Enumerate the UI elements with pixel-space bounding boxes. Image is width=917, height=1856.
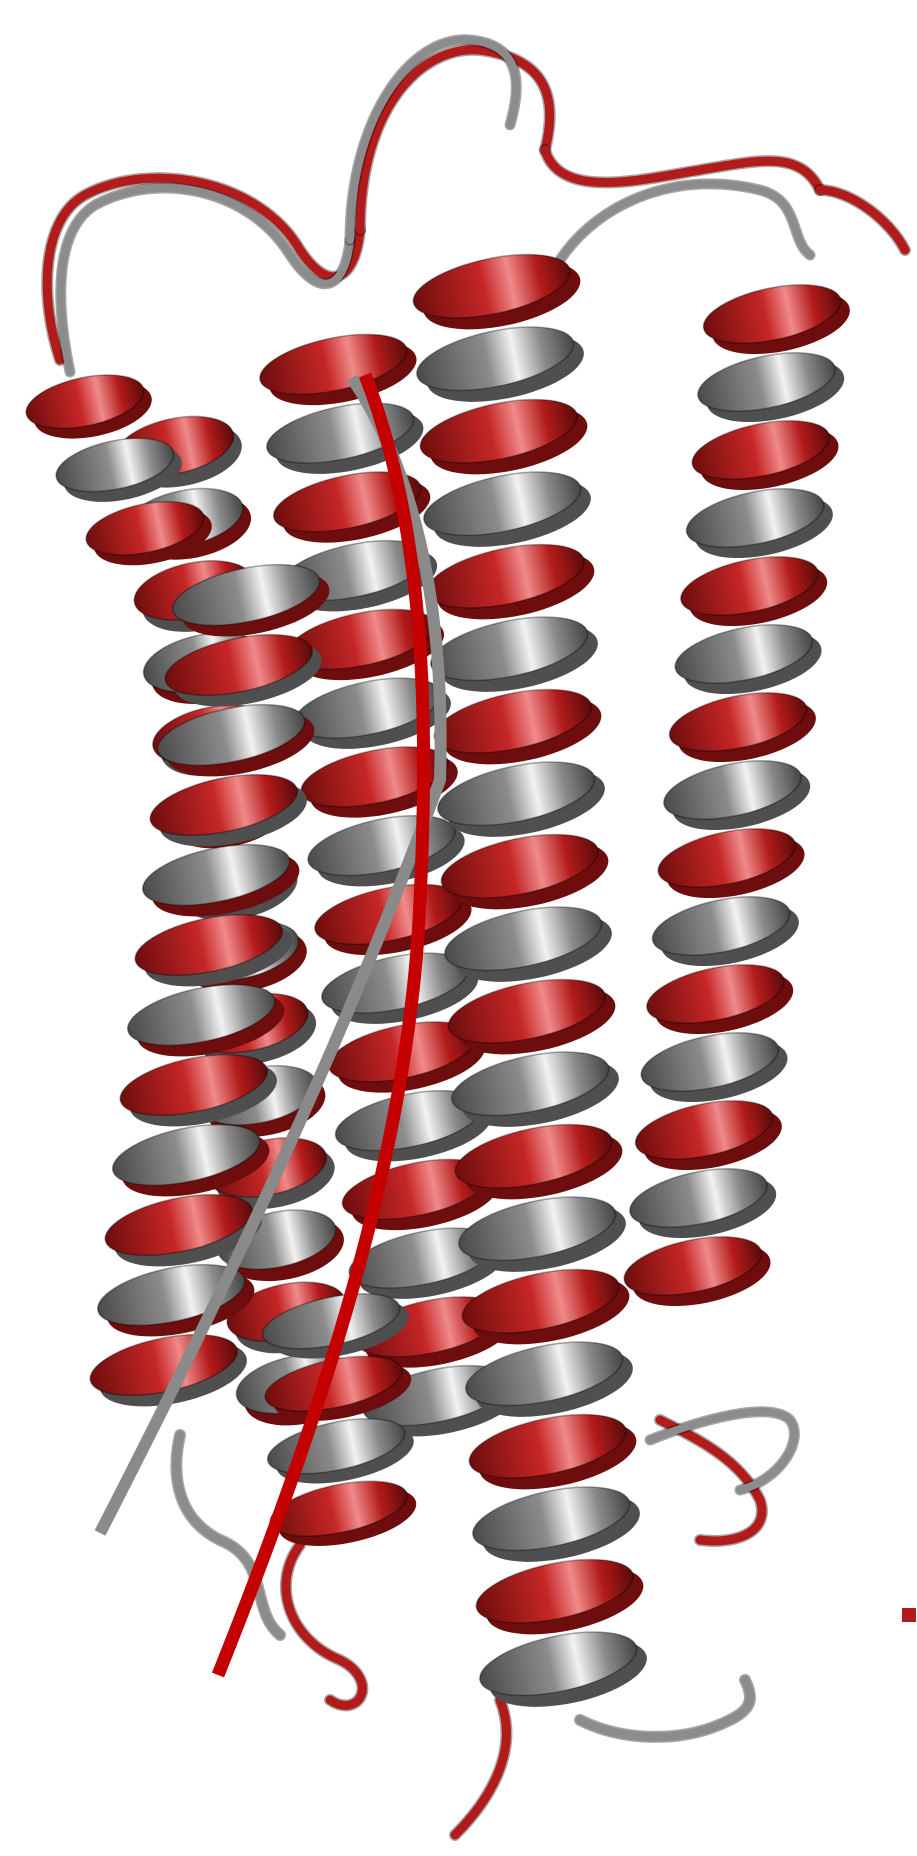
top-loop-red-2-outline bbox=[360, 50, 550, 230]
bottom-loop-red-2 bbox=[660, 1420, 762, 1541]
red-marker bbox=[902, 1608, 916, 1622]
top-loop-red-2 bbox=[360, 50, 550, 230]
helix-bundle bbox=[21, 243, 855, 1719]
top-loop-red-4-outline bbox=[820, 190, 905, 250]
bottom-loop-red-1 bbox=[286, 1545, 362, 1705]
helix-right bbox=[619, 274, 856, 1317]
bottom-loop-gray-1 bbox=[176, 1435, 280, 1635]
top-loop-gray-3 bbox=[560, 184, 810, 260]
